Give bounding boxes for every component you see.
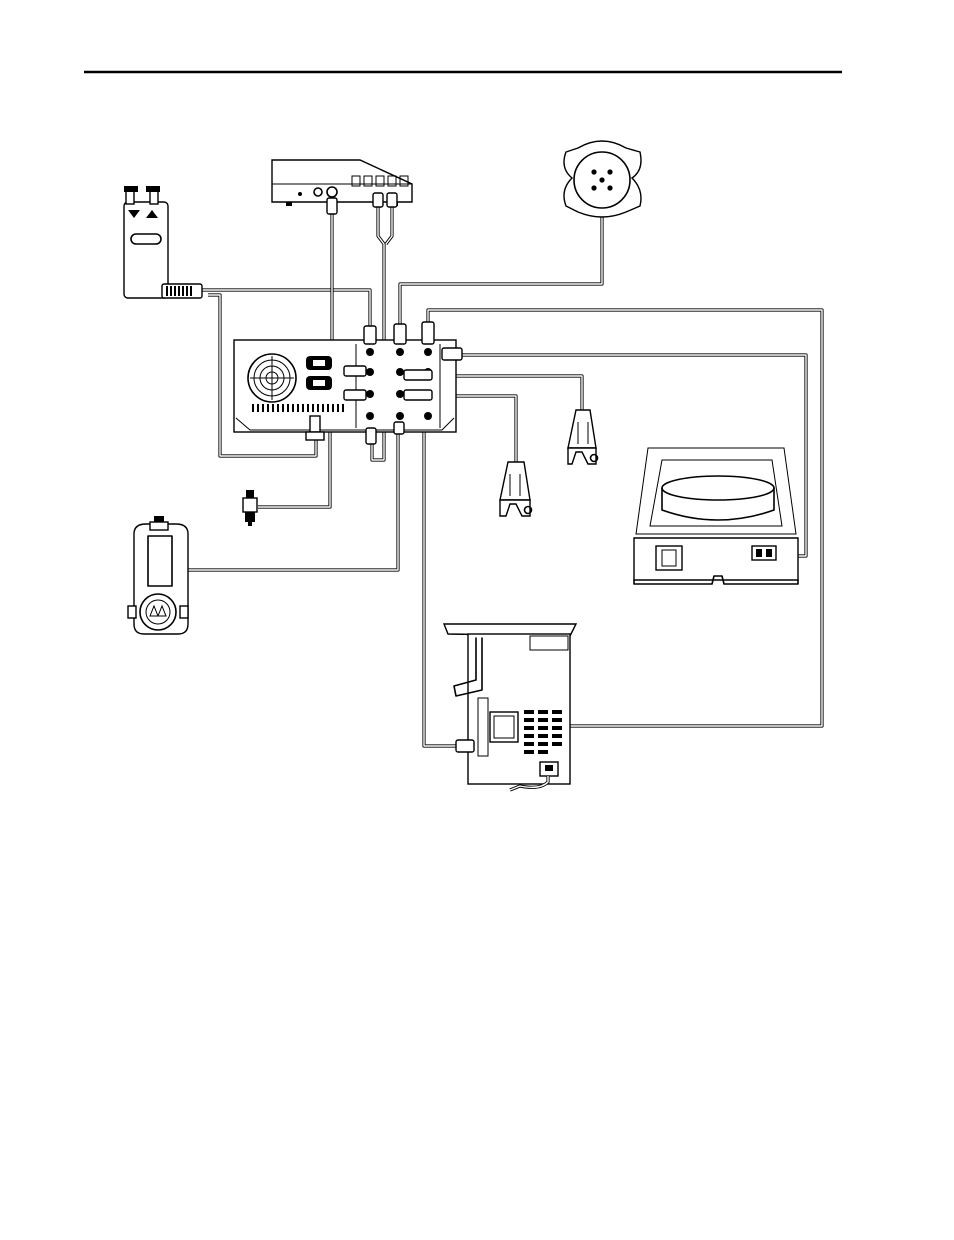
round-speaker-icon <box>564 141 641 217</box>
footswitch-icon <box>124 186 202 298</box>
camera-head-icon <box>128 516 188 634</box>
printer-icon <box>444 624 576 790</box>
system-rear-panel-icon <box>234 322 462 444</box>
probe-holder-left <box>500 462 532 516</box>
probe-holder-right <box>568 410 598 464</box>
bnc-connector-icon <box>243 490 257 526</box>
video-device-icon <box>272 160 412 214</box>
covered-device-icon <box>634 448 798 584</box>
